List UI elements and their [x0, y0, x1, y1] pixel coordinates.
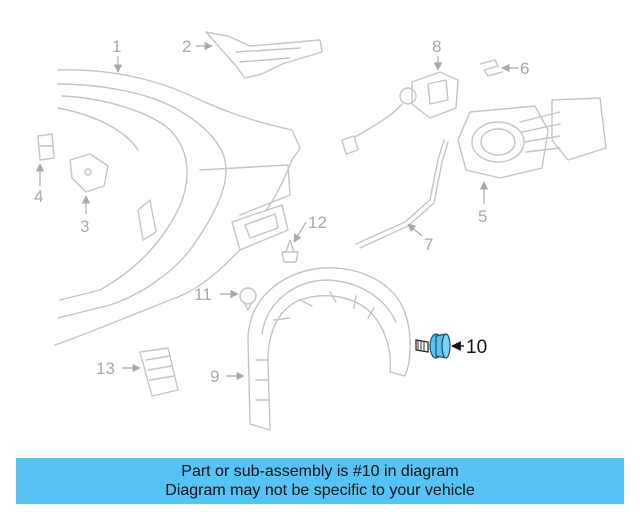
part-11-clip: [239, 287, 257, 311]
callout-2: 2: [182, 37, 191, 56]
callout-13: 13: [96, 359, 115, 378]
callout-12: 12: [308, 213, 327, 232]
callout-9: 9: [210, 367, 219, 386]
info-banner: Part or sub-assembly is #10 in diagram D…: [16, 458, 624, 504]
part-2-bracket: [205, 31, 323, 79]
callout-3: 3: [80, 217, 89, 236]
part-7-hose: [355, 139, 449, 249]
part-3-bracket: [69, 153, 109, 193]
part-4-clip: [37, 133, 55, 161]
callout-5: 5: [478, 207, 487, 226]
callout-1: 1: [112, 37, 121, 56]
part-5-fuel-door: [457, 97, 607, 179]
part-12-pin: [281, 239, 299, 263]
callout-10: 10: [466, 337, 487, 358]
callout-8: 8: [432, 37, 441, 56]
callout-6: 6: [520, 59, 529, 78]
part-13-vent: [139, 347, 179, 397]
part-8-actuator: [341, 71, 459, 155]
banner-line-2: Diagram may not be specific to your vehi…: [165, 482, 475, 499]
leader-lines: [35, 41, 518, 381]
part-1-quarter-panel: [54, 69, 301, 346]
part-9-fender-liner: [247, 267, 411, 431]
callout-7: 7: [424, 235, 433, 254]
part-6-clip: [479, 59, 503, 77]
part-10-bolt: [415, 333, 451, 359]
callout-4: 4: [34, 187, 43, 206]
callout-11: 11: [194, 285, 212, 304]
parts-diagram: 1 2 3 4 5 6 7 8 9 10 11 12 13: [34, 31, 607, 431]
banner-line-1: Part or sub-assembly is #10 in diagram: [181, 463, 459, 480]
